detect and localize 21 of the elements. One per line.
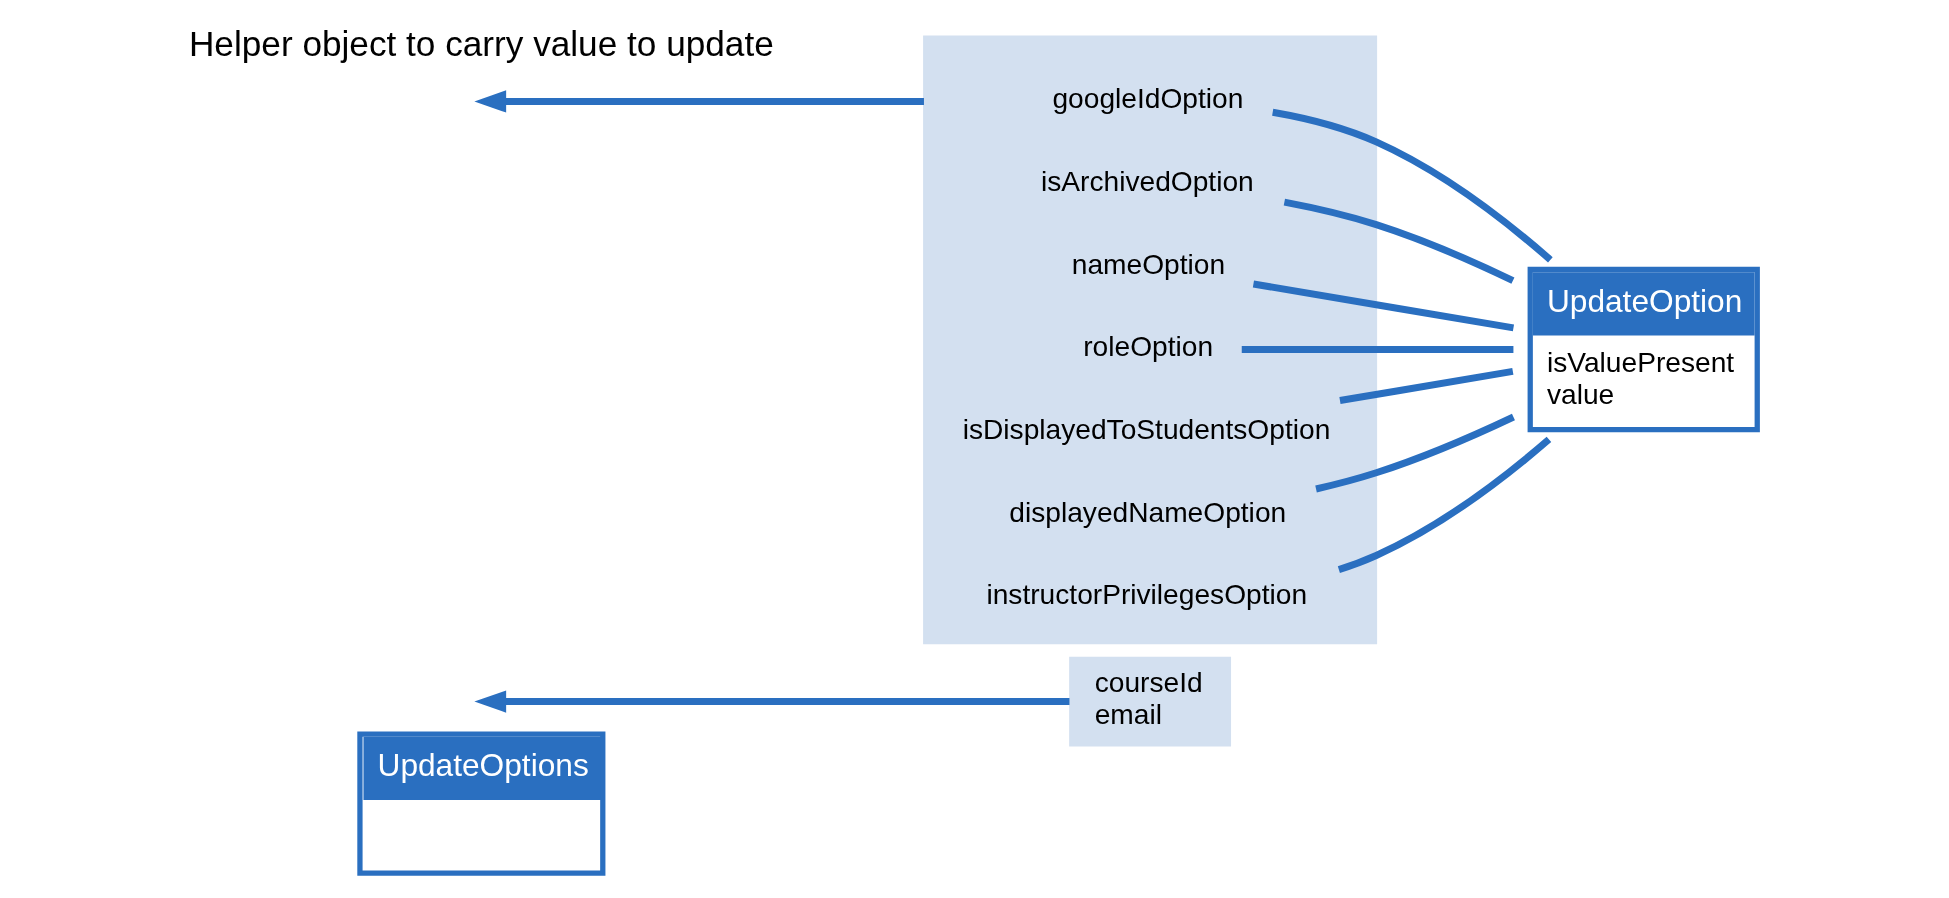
connector xyxy=(1338,367,1513,404)
connector xyxy=(1252,280,1514,332)
node-box: courseId email xyxy=(1068,656,1231,747)
connector xyxy=(1241,346,1513,354)
label: Helper object to carry value to update xyxy=(188,23,774,63)
connector xyxy=(1314,413,1515,493)
connector xyxy=(1337,436,1551,573)
node-text: instructorPrivilegesOption xyxy=(985,579,1307,611)
node-text: isArchivedOption xyxy=(1040,165,1254,197)
arrow xyxy=(473,690,1069,713)
connector xyxy=(1271,108,1553,263)
node-text: googleIdOption xyxy=(1051,83,1243,115)
node-text: isDisplayedToStudentsOption xyxy=(962,413,1330,445)
cluster xyxy=(922,35,1377,645)
node-text: displayedNameOption xyxy=(1008,496,1286,528)
node-box: UpdateOptions xyxy=(356,731,605,876)
node-text: nameOption xyxy=(1071,248,1225,280)
node-box: UpdateOption isValuePresent value xyxy=(1527,266,1760,433)
connector xyxy=(1283,198,1514,284)
arrow xyxy=(473,90,924,113)
node-text: roleOption xyxy=(1082,331,1213,363)
